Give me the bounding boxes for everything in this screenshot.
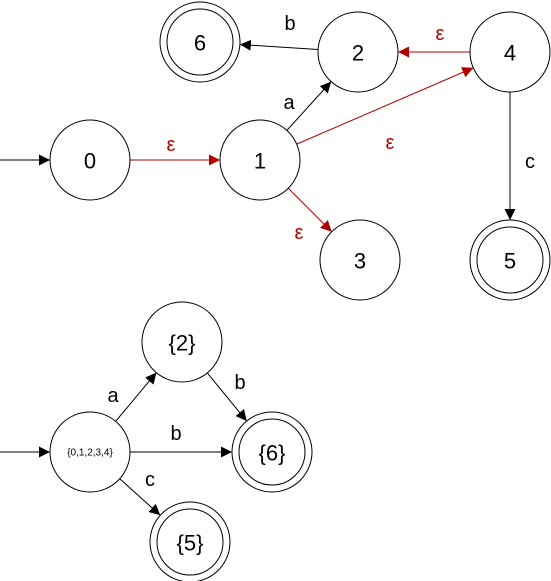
dfa-state-S2: {2}: [141, 301, 223, 383]
nfa-state-circle: [319, 219, 401, 301]
dfa-edge-label-S0-S2: a: [107, 385, 119, 407]
nfa-states: 0 1 2 3 4 5 6: [49, 1, 551, 301]
nfa-state-circle: [469, 219, 551, 301]
dfa-state-label: {2}: [169, 331, 196, 356]
nfa-state-5: 5: [469, 219, 551, 301]
nfa-state-circle: [49, 119, 131, 201]
nfa-state-3: 3: [319, 219, 401, 301]
nfa-edge-2-6: [239, 39, 319, 51]
nfa-state-label: 5: [504, 249, 516, 274]
nfa-state-label: 1: [254, 149, 266, 174]
nfa-state-label: 2: [352, 41, 364, 66]
nfa-transitions: [0, 39, 516, 233]
dfa-edge-S2-S6: [206, 372, 248, 422]
nfa-state-circle: [317, 11, 399, 93]
nfa-edge-label-4-5: c: [525, 151, 535, 173]
dfa-accepting-ring: [238, 418, 306, 486]
nfa-edge-label-0-1: ε: [167, 134, 176, 156]
nfa-edge-1-2: [286, 81, 332, 131]
dfa-edge-S0-S2: [115, 372, 157, 422]
nfa-edge-label-2-6: b: [284, 13, 295, 35]
dfa-diagram: {0,1,2,3,4} {2} {6} {5} a b c b: [0, 301, 313, 581]
nfa-state-label: 3: [354, 249, 366, 274]
dfa-state-label: {0,1,2,3,4}: [67, 448, 113, 459]
dfa-edge-S0-S5: [119, 478, 161, 516]
nfa-accepting-ring: [476, 226, 544, 294]
nfa-state-0: 0: [49, 119, 131, 201]
nfa-transition-labels: ε a ε ε b ε c: [167, 13, 535, 244]
dfa-state-S5: {5}: [149, 501, 231, 581]
dfa-state-label: {5}: [177, 531, 204, 556]
nfa-edge-label-1-3: ε: [295, 222, 304, 244]
nfa-state-circle: [159, 1, 241, 83]
nfa-state-circle: [469, 11, 551, 93]
dfa-state-circle: [49, 411, 131, 493]
nfa-state-label: 0: [84, 149, 96, 174]
nfa-diagram: 0 1 2 3 4 5 6 ε a ε ε b ε c: [0, 1, 551, 301]
dfa-edge-label-S0-S6: b: [170, 423, 181, 445]
dfa-states: {0,1,2,3,4} {2} {6} {5}: [49, 301, 313, 581]
nfa-state-6: 6: [159, 1, 241, 83]
nfa-edge-1-3: [287, 187, 333, 233]
nfa-edge-label-1-2: a: [283, 92, 295, 114]
nfa-state-1: 1: [219, 119, 301, 201]
nfa-state-label: 6: [194, 31, 206, 56]
dfa-state-circle: [141, 301, 223, 383]
dfa-edge-label-S0-S5: c: [145, 469, 155, 491]
nfa-edge-1-4: [296, 67, 474, 145]
dfa-state-circle: [149, 501, 231, 581]
nfa-state-2: 2: [317, 11, 399, 93]
nfa-accepting-ring: [166, 8, 234, 76]
nfa-state-circle: [219, 119, 301, 201]
nfa-state-4: 4: [469, 11, 551, 93]
dfa-accepting-ring: [156, 508, 224, 576]
dfa-edge-label-S2-S6: b: [234, 372, 245, 394]
dfa-state-S6: {6}: [231, 411, 313, 493]
dfa-state-label: {6}: [259, 441, 286, 466]
dfa-transition-labels: a b c b: [107, 372, 245, 491]
nfa-edge-label-4-2: ε: [436, 23, 445, 45]
nfa-state-label: 4: [504, 41, 516, 66]
dfa-transitions: [0, 372, 248, 516]
dfa-state-S0: {0,1,2,3,4}: [49, 411, 131, 493]
nfa-edge-label-1-4: ε: [386, 132, 395, 154]
dfa-state-circle: [231, 411, 313, 493]
